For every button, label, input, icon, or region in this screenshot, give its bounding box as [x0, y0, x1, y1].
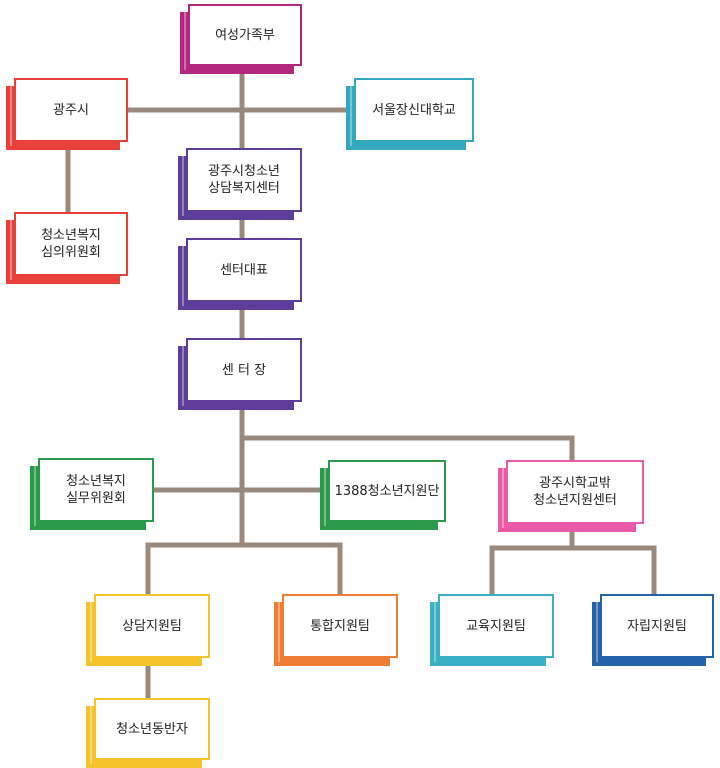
- node-welfare-center-label: 광주시청소년 상담복지센터: [208, 164, 280, 196]
- node-support-1388: 1388청소년지원단: [324, 460, 446, 526]
- node-ministry: 여성가족부: [184, 4, 302, 70]
- node-companion-label: 청소년동반자: [116, 721, 188, 737]
- node-education-team: 교육지원팀: [434, 594, 554, 662]
- node-out-of-school-center-label: 광주시학교밖 청소년지원센터: [533, 476, 617, 508]
- node-integrated-team-label: 통합지원팀: [310, 618, 370, 634]
- node-education-team-label: 교육지원팀: [466, 618, 526, 634]
- node-companion: 청소년동반자: [90, 698, 210, 764]
- node-university-label: 서울장신대학교: [372, 102, 456, 118]
- node-independence-team-label: 자립지원팀: [627, 618, 687, 634]
- node-director-label: 센 터 장: [221, 362, 267, 378]
- node-gwangju-city: 광주시: [10, 78, 128, 146]
- node-independence-team: 자립지원팀: [596, 594, 714, 662]
- node-center-rep: 센터대표: [182, 238, 302, 306]
- node-university: 서울장신대학교: [350, 78, 474, 146]
- node-director: 센 터 장: [182, 338, 302, 406]
- node-counseling-team: 상담지원팀: [90, 594, 210, 662]
- node-out-of-school-center: 광주시학교밖 청소년지원센터: [502, 460, 644, 528]
- node-ministry-label: 여성가족부: [215, 27, 275, 43]
- node-welfare-committee: 청소년복지 심의위원회: [10, 212, 128, 280]
- node-welfare-committee-label: 청소년복지 심의위원회: [41, 228, 101, 260]
- node-welfare-center: 광주시청소년 상담복지센터: [182, 148, 302, 216]
- node-practical-committee: 청소년복지 실무위원회: [34, 458, 154, 526]
- node-support-1388-label: 1388청소년지원단: [334, 483, 440, 499]
- node-counseling-team-label: 상담지원팀: [122, 618, 182, 634]
- node-practical-committee-label: 청소년복지 실무위원회: [66, 474, 126, 506]
- node-integrated-team: 통합지원팀: [278, 594, 398, 662]
- node-gwangju-city-label: 광주시: [53, 102, 89, 118]
- node-center-rep-label: 센터대표: [220, 262, 268, 278]
